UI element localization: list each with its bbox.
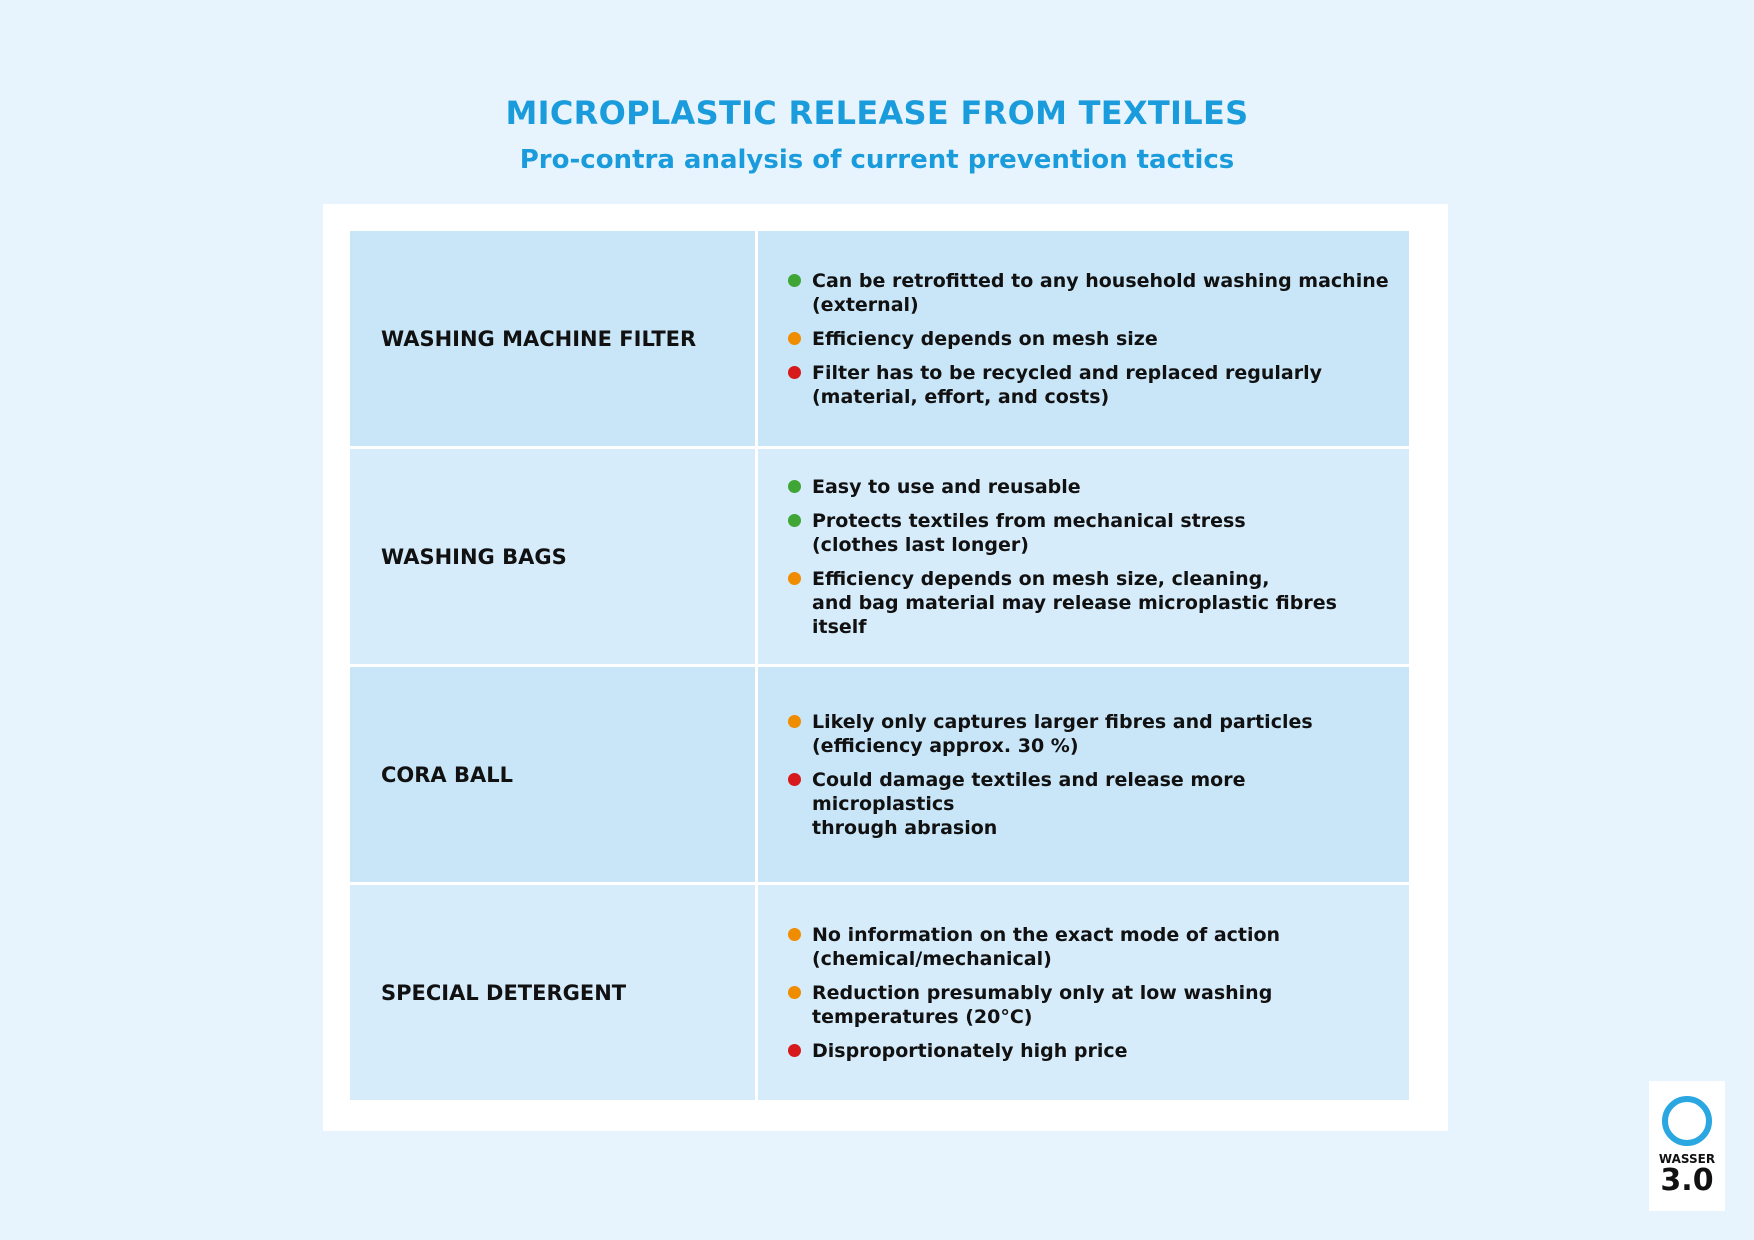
contra-dot-icon (788, 1043, 801, 1057)
point-text: Filter has to be recycled and replaced r… (812, 361, 1322, 408)
point-text: Likely only captures larger fibres and p… (812, 710, 1313, 757)
point-text: Reduction presumably only at low washing… (812, 981, 1273, 1028)
pro-dot-icon (788, 513, 801, 527)
point-item: Reduction presumably only at low washing… (788, 981, 1389, 1029)
point-item: Likely only captures larger fibres and p… (788, 710, 1389, 758)
contra-dot-icon (788, 365, 801, 379)
pro-dot-icon (788, 273, 801, 287)
wasser-logo: WASSER 3.0 (1649, 1081, 1725, 1211)
tactic-points: Can be retrofitted to any household wash… (758, 231, 1409, 446)
table-row: CORA BALL Likely only captures larger fib… (350, 667, 1409, 882)
page-title: MICROPLASTIC RELEASE FROM TEXTILES (505, 94, 1249, 132)
tactic-points: Likely only captures larger fibres and p… (758, 667, 1409, 882)
point-item: Could damage textiles and release more m… (788, 768, 1389, 840)
point-text: Efficiency depends on mesh size, cleanin… (812, 567, 1337, 638)
point-text: Could damage textiles and release more m… (812, 768, 1246, 839)
point-text: No information on the exact mode of acti… (812, 923, 1281, 970)
point-text: Easy to use and reusable (812, 475, 1081, 498)
neutral-dot-icon (788, 714, 801, 728)
table-row: SPECIAL DETERGENT No information on the e… (350, 885, 1409, 1100)
contra-dot-icon (788, 772, 801, 786)
point-item: No information on the exact mode of acti… (788, 923, 1389, 971)
page-subtitle: Pro-contra analysis of current preventio… (519, 145, 1235, 175)
neutral-dot-icon (788, 331, 801, 345)
tactic-name: WASHING BAGS (350, 449, 755, 664)
point-text: Protects textiles from mechanical stress… (812, 509, 1246, 556)
neutral-dot-icon (788, 927, 801, 941)
point-item: Protects textiles from mechanical stress… (788, 509, 1389, 557)
pro-dot-icon (788, 479, 801, 493)
point-item: Efficiency depends on mesh size, cleanin… (788, 567, 1389, 639)
point-item: Can be retrofitted to any household wash… (788, 269, 1389, 317)
point-text: Can be retrofitted to any household wash… (812, 269, 1389, 316)
point-text: Efficiency depends on mesh size (812, 327, 1158, 350)
tactic-name: WASHING MACHINE FILTER (350, 231, 755, 446)
logo-word: WASSER (1658, 1152, 1716, 1166)
logo-number: 3.0 (1660, 1163, 1714, 1198)
ring-icon (1662, 1096, 1712, 1146)
tactic-name: CORA BALL (350, 667, 755, 882)
neutral-dot-icon (788, 985, 801, 999)
point-text: Disproportionately high price (812, 1039, 1128, 1062)
point-item: Efficiency depends on mesh size (788, 327, 1389, 351)
neutral-dot-icon (788, 571, 801, 585)
tactic-points: No information on the exact mode of acti… (758, 885, 1409, 1100)
point-item: Filter has to be recycled and replaced r… (788, 361, 1389, 409)
point-item: Easy to use and reusable (788, 475, 1389, 499)
point-item: Disproportionately high price (788, 1039, 1389, 1063)
pro-contra-table: WASHING MACHINE FILTER Can be retrofitted… (350, 231, 1409, 1100)
tactic-name: SPECIAL DETERGENT (350, 885, 755, 1100)
table-row: WASHING MACHINE FILTER Can be retrofitted… (350, 231, 1409, 446)
